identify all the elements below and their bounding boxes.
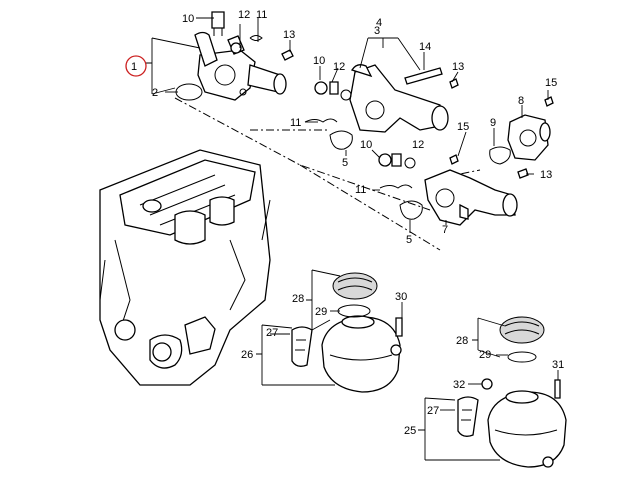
highlight-circle bbox=[125, 55, 147, 77]
label-30: 30 bbox=[395, 291, 407, 303]
label-12a: 12 bbox=[238, 9, 250, 21]
label-29a: 29 bbox=[315, 306, 327, 318]
label-13b: 13 bbox=[452, 61, 464, 73]
label-4: 4 bbox=[376, 17, 382, 29]
label-15b: 15 bbox=[457, 121, 469, 133]
expansion-tank-26 bbox=[291, 272, 403, 393]
label-11a: 11 bbox=[256, 9, 267, 21]
label-1: 1 bbox=[131, 61, 137, 73]
label-13a: 13 bbox=[283, 29, 295, 41]
label-3: 3 bbox=[374, 25, 380, 37]
label-13c: 13 bbox=[540, 169, 552, 181]
label-28b: 28 bbox=[456, 335, 468, 347]
label-10a: 10 bbox=[182, 13, 194, 25]
label-28a: 28 bbox=[292, 293, 304, 305]
label-31: 31 bbox=[552, 359, 564, 371]
label-2: 2 bbox=[152, 87, 158, 99]
label-10c: 10 bbox=[360, 139, 372, 151]
label-8: 8 bbox=[518, 95, 524, 107]
label-27a: 27 bbox=[266, 327, 278, 339]
coolant-flange-3 bbox=[304, 64, 459, 150]
label-14: 14 bbox=[419, 41, 431, 53]
label-11b: 11 bbox=[290, 117, 301, 129]
label-5b: 5 bbox=[406, 234, 412, 246]
label-9: 9 bbox=[490, 117, 496, 129]
label-26: 26 bbox=[241, 349, 253, 361]
coolant-flange-8 bbox=[489, 96, 554, 165]
assembly-dashed-lines bbox=[174, 97, 481, 251]
expansion-tank-25 bbox=[457, 316, 567, 468]
label-15a: 15 bbox=[545, 77, 557, 89]
label-25: 25 bbox=[404, 425, 416, 437]
label-27b: 27 bbox=[427, 405, 439, 417]
coolant-flange-7 bbox=[378, 153, 529, 226]
engine-block bbox=[99, 149, 271, 386]
label-11c: 11 bbox=[355, 184, 366, 196]
label-5a: 5 bbox=[342, 157, 348, 169]
label-29b: 29 bbox=[479, 349, 491, 361]
coolant-flange-1 bbox=[175, 11, 294, 101]
leader-lines bbox=[146, 17, 559, 461]
label-7: 7 bbox=[442, 224, 448, 236]
label-12b: 12 bbox=[333, 61, 345, 73]
label-12c: 12 bbox=[412, 139, 424, 151]
label-10b: 10 bbox=[313, 55, 325, 67]
part-labels: 1 2 10 12 11 13 3 4 14 13 10 12 11 5 15 … bbox=[131, 9, 564, 437]
label-32: 32 bbox=[453, 379, 465, 391]
